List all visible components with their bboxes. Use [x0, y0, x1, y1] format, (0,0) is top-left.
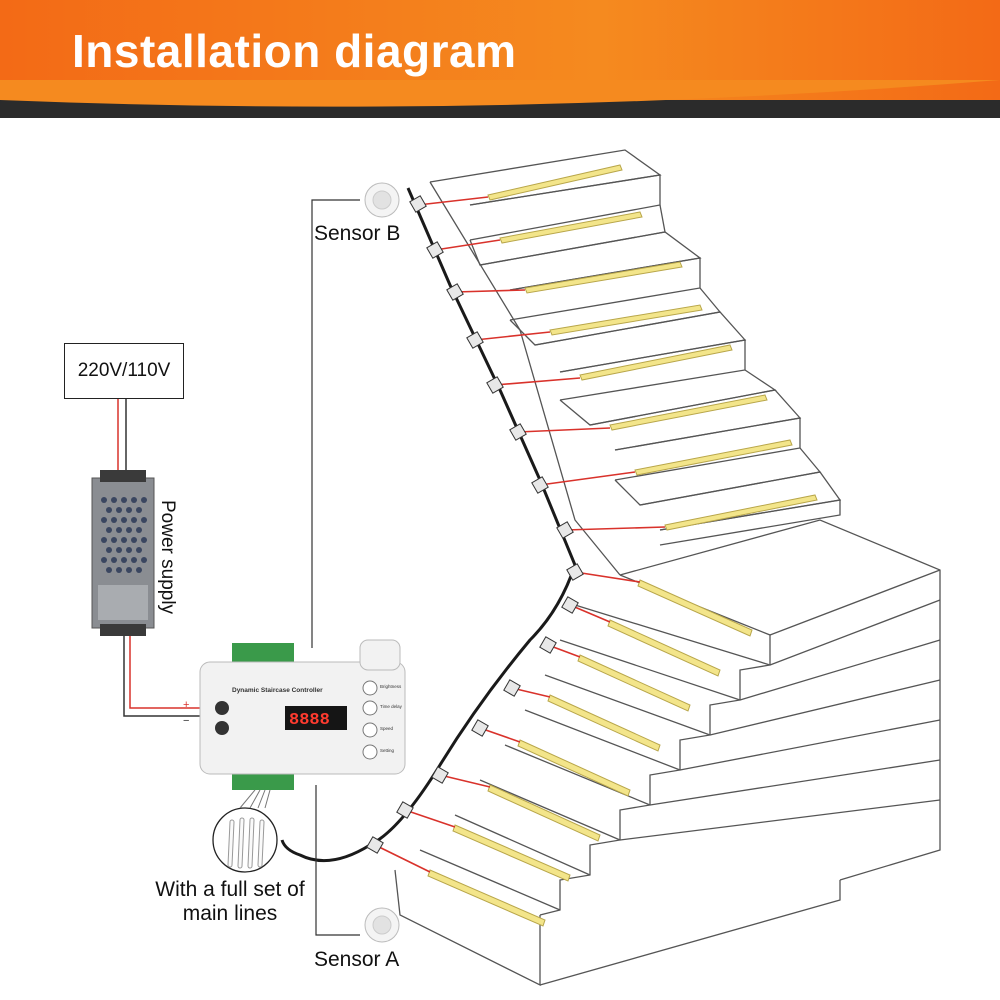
connector-icon — [471, 719, 489, 737]
button-time-delay-label: Time delay — [380, 704, 403, 709]
polarity-plus: + — [183, 699, 189, 711]
led-strip-icon — [487, 164, 623, 201]
connector-icon — [556, 521, 574, 539]
pir-sensor-icon — [364, 907, 400, 943]
led-strip-icon — [579, 344, 733, 381]
connector-icon — [366, 836, 384, 854]
led-strip-icon — [609, 394, 768, 431]
sensor-b-label: Sensor B — [314, 222, 401, 245]
wire-bundle-icon — [212, 789, 278, 873]
controller-icon — [199, 639, 406, 790]
controller-display: 8888 — [289, 711, 330, 730]
sensor-a-label: Sensor A — [314, 948, 400, 971]
connector-icon — [431, 766, 449, 784]
pir-sensor-icon — [364, 182, 400, 218]
connector-icon — [446, 283, 464, 301]
main-lines-label: With a full set of main lines — [155, 878, 305, 925]
power-supply-icon — [91, 470, 155, 636]
upper-led-strips — [487, 164, 818, 531]
led-strip-icon — [577, 654, 691, 712]
power-supply-label: Power supply — [157, 500, 178, 615]
led-strip-icon — [634, 439, 793, 476]
led-strip-icon — [524, 261, 683, 294]
connector-icon — [426, 241, 444, 259]
polarity-minus: − — [183, 715, 189, 727]
connector-icon — [539, 636, 557, 654]
connector-icon — [531, 476, 549, 494]
led-strip-icon — [427, 869, 546, 927]
connector-icon — [509, 423, 527, 441]
voltage-box: 220V/110V — [64, 343, 184, 399]
lower-led-strips — [427, 579, 753, 927]
led-strip-icon — [547, 694, 661, 752]
button-speed-label: Speed — [380, 726, 394, 731]
button-setting-label: Setting — [380, 748, 395, 753]
upper-red-wires — [417, 196, 666, 531]
led-strip-icon — [517, 739, 631, 797]
power-wiring — [117, 397, 205, 717]
lower-red-wires — [374, 571, 641, 873]
connector-icon — [503, 679, 521, 697]
lower-staircase — [394, 519, 941, 987]
sensor-wires — [311, 199, 360, 936]
controller-title: Dynamic Staircase Controller — [232, 687, 323, 694]
connectors — [366, 195, 584, 854]
connector-icon — [466, 331, 484, 349]
upper-staircase — [429, 149, 842, 576]
connector-icon — [486, 376, 504, 394]
header-banner: Installation diagram — [0, 0, 1000, 118]
connector-icon — [566, 563, 584, 581]
connector-icon — [561, 596, 579, 614]
led-strip-icon — [487, 784, 601, 842]
led-strip-icon — [637, 579, 753, 637]
led-strip-icon — [607, 619, 721, 677]
page-title: Installation diagram — [72, 25, 517, 77]
button-brightness-label: Brightness — [380, 684, 402, 689]
led-strip-icon — [549, 304, 703, 336]
connector-icon — [409, 195, 427, 213]
led-strip-icon — [452, 824, 571, 882]
led-strip-icon — [664, 494, 818, 531]
led-strip-icon — [499, 211, 643, 244]
connector-icon — [396, 801, 414, 819]
header-curve — [0, 80, 1000, 107]
